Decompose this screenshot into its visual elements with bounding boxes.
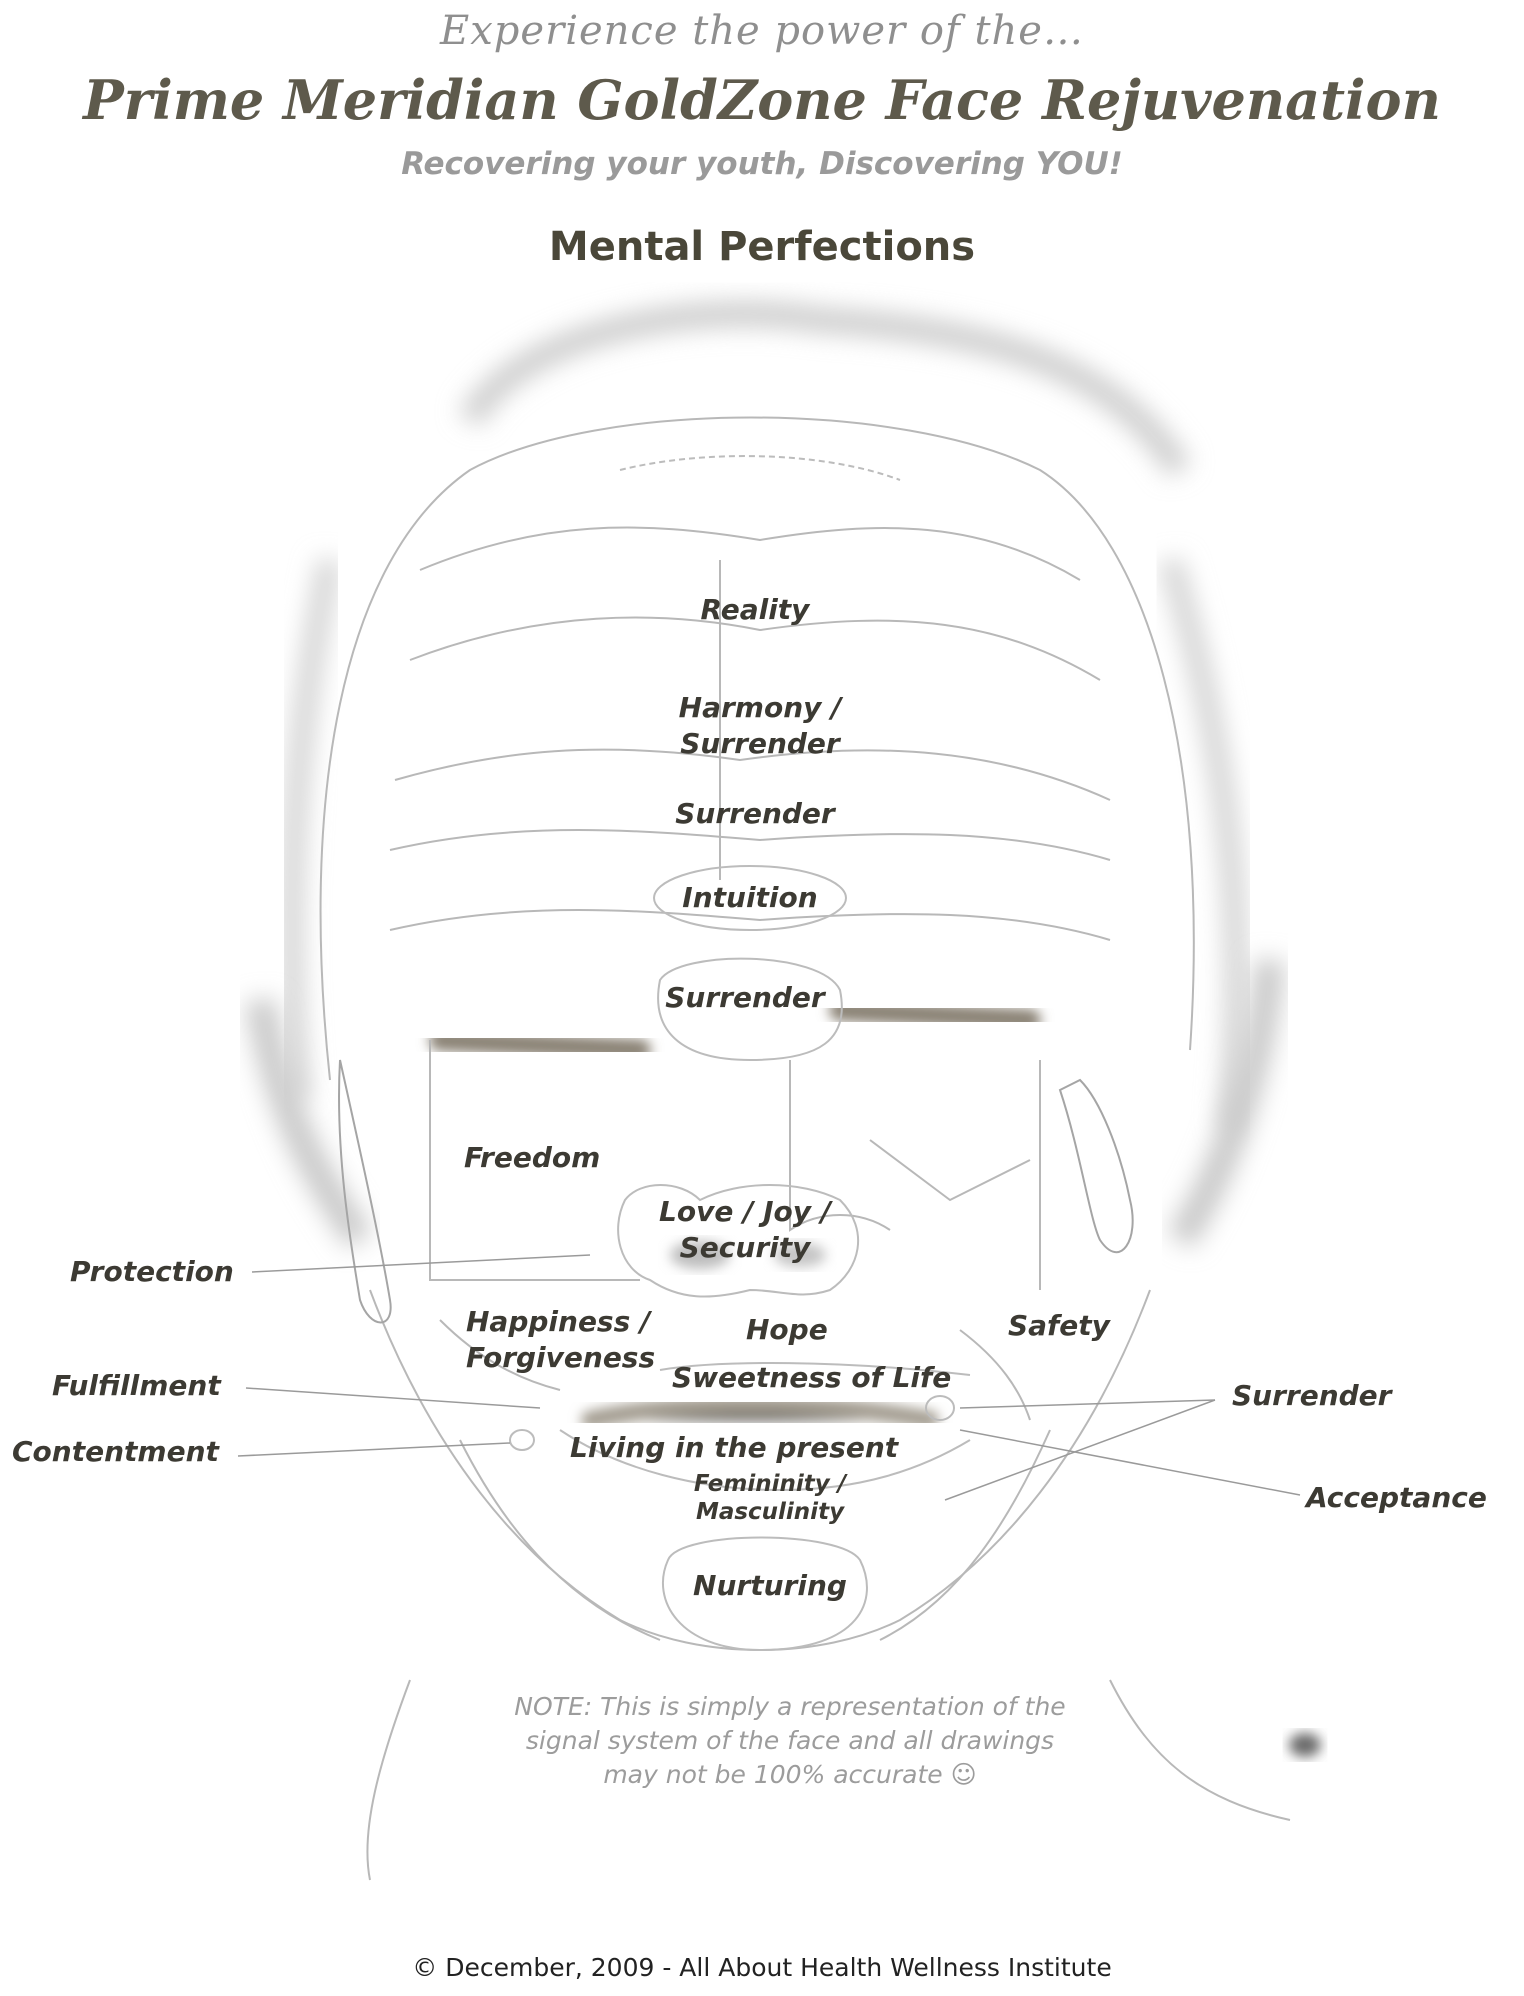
zone-outlines bbox=[509, 455, 971, 1652]
disclaimer-note: NOTE: This is simply a representation of… bbox=[440, 1690, 1140, 1792]
zone-label-intuition: Intuition bbox=[682, 881, 818, 914]
leader-surrender-lip bbox=[959, 1399, 1216, 1409]
note-line-3: may not be 100% accurate ☺ bbox=[603, 1760, 977, 1789]
note-line-2: signal system of the face and all drawin… bbox=[525, 1726, 1055, 1755]
zone-label-freedom: Freedom bbox=[464, 1141, 601, 1174]
leader-contentment bbox=[237, 1442, 511, 1457]
zone-label-fulfillment: Fulfillment bbox=[52, 1369, 221, 1402]
leader-lines bbox=[237, 1254, 1301, 1501]
leader-fulfillment bbox=[245, 1387, 541, 1409]
tagline: Experience the power of the… bbox=[440, 8, 1084, 54]
face-outline bbox=[319, 416, 1291, 1881]
note-line-1: NOTE: This is simply a representation of… bbox=[514, 1692, 1066, 1721]
zone-label-love-line1: Love / Joy / bbox=[659, 1195, 831, 1228]
copyright-footer: © December, 2009 - All About Health Well… bbox=[412, 1953, 1112, 1982]
face-shading bbox=[245, 301, 1321, 1757]
zone-label-harmony-line2: Surrender bbox=[680, 727, 840, 760]
zone-label-love-line2: Security bbox=[679, 1231, 811, 1264]
zone-label-femininity-line2: Masculinity bbox=[695, 1499, 845, 1525]
zone-label-surrender-lip: Surrender bbox=[1232, 1379, 1392, 1412]
zone-label-safety: Safety bbox=[1008, 1309, 1110, 1342]
leader-acceptance bbox=[959, 1429, 1301, 1496]
page-title: Prime Meridian GoldZone Face Rejuvenatio… bbox=[83, 68, 1441, 132]
zone-label-harmony-line1: Harmony / bbox=[678, 691, 842, 724]
ear-outlines bbox=[338, 1059, 1134, 1324]
zone-label-reality: Reality bbox=[700, 593, 810, 626]
zone-label-surrender-forehead: Surrender bbox=[675, 797, 835, 830]
zone-label-happiness-line2: Forgiveness bbox=[466, 1341, 656, 1374]
zone-label-acceptance: Acceptance bbox=[1306, 1481, 1487, 1514]
subtitle: Recovering your youth, Discovering YOU! bbox=[401, 146, 1123, 182]
zone-label-surrender-brow: Surrender bbox=[665, 981, 825, 1014]
zone-label-nurturing: Nurturing bbox=[693, 1569, 847, 1602]
section-heading: Mental Perfections bbox=[548, 224, 976, 270]
zone-label-contentment: Contentment bbox=[12, 1435, 219, 1468]
leader-protection bbox=[251, 1254, 591, 1273]
zone-label-happiness-line1: Happiness / bbox=[466, 1305, 651, 1338]
zone-label-hope: Hope bbox=[746, 1313, 828, 1346]
leader-surrender-lower bbox=[944, 1399, 1216, 1501]
zone-label-sweetness: Sweetness of Life bbox=[672, 1361, 952, 1394]
zone-label-femininity-line1: Femininity / bbox=[693, 1471, 847, 1497]
zone-label-protection: Protection bbox=[70, 1255, 234, 1288]
zone-label-living: Living in the present bbox=[570, 1431, 899, 1464]
